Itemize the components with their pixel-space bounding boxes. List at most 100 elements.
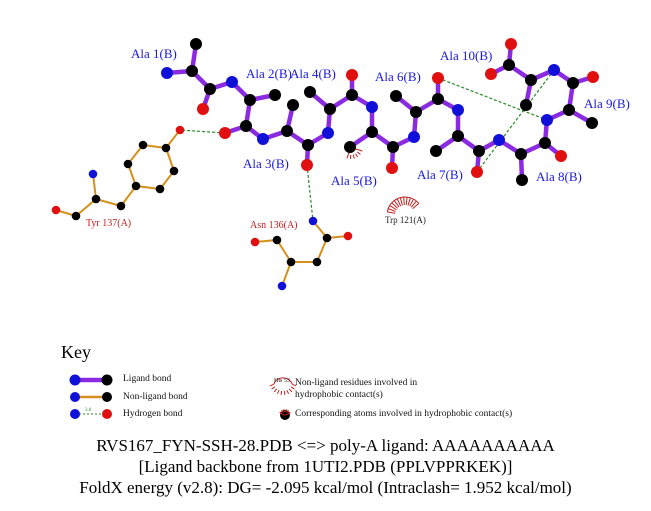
protein-atom-ac1 — [322, 233, 332, 243]
key-hydrophobic-arc-icon — [280, 390, 283, 395]
key-hydrophobic-atom-spokes — [285, 409, 287, 413]
protein-atom-ao2 — [250, 237, 260, 247]
ligand-atom-cb6 — [390, 90, 402, 102]
key-hbond-label: Hydrogen bond — [123, 409, 183, 419]
protein-atom-t5 — [155, 184, 165, 194]
residue-label-ala2: Ala 2(B) — [246, 66, 292, 81]
ligand-atom-o3 — [301, 159, 313, 171]
residue-label-ala7: Ala 7(B) — [417, 167, 463, 182]
ligand-atom-c2 — [240, 120, 252, 132]
key-nitrogen-atom — [70, 409, 80, 419]
residue-label-ala9: Ala 9(B) — [584, 96, 630, 111]
key-hydrophobic-arc-icon — [269, 383, 274, 387]
nonligand-bond — [95, 198, 122, 207]
key-hydrophobic-arc-icon — [276, 389, 280, 395]
hydrophobic-spokes-ala5 — [352, 154, 355, 159]
ligand-atom-c6 — [432, 93, 444, 105]
key-hydrophobic-arc-icon — [288, 388, 293, 393]
ligand-atom-c4 — [346, 89, 358, 101]
ligand-atom-ca5 — [366, 126, 378, 138]
protein-atom-ac4 — [272, 235, 282, 245]
residue-label-ala6: Ala 6(B) — [375, 69, 421, 84]
ligand-atom-o1 — [197, 103, 209, 115]
hydrogen-bond — [306, 164, 314, 222]
ligand-atom-ca2 — [244, 94, 256, 106]
key-hydrophobic-arc-icon — [292, 383, 297, 387]
hydrophobic-arc-trp121 — [396, 198, 402, 207]
key-carbon-atom — [101, 374, 113, 386]
key-nitrogen-atom — [69, 374, 81, 386]
residue-label-ala8: Ala 8(B) — [536, 169, 582, 184]
ligand-atom-o4 — [346, 69, 358, 81]
key-hydrophobic-arc-icon — [271, 386, 276, 390]
key-hydrophobic-atom-spokes — [281, 409, 284, 413]
ligand-atom-n6 — [408, 131, 420, 143]
hydrophobic-arc-trp121 — [387, 211, 396, 214]
ligand-atom-c8 — [539, 137, 551, 149]
hydrophobic-spokes-ala5 — [358, 149, 363, 152]
protein-atom-ao1 — [343, 231, 353, 241]
ligand-atom-cb2 — [269, 89, 281, 101]
key-hydrophobic-arc-icon — [286, 389, 290, 395]
key-hydrophobic-example-residue: His 53 — [274, 378, 290, 384]
hydrophobic-arc-trp121 — [410, 200, 417, 208]
ligand-atom-o2 — [219, 127, 231, 139]
protein-atom-ac3 — [286, 257, 296, 267]
hydrophobic-arc-trp121 — [412, 203, 420, 209]
ligand-atom-o7 — [471, 166, 483, 178]
ligand-atom-ca7 — [452, 130, 464, 142]
protein-atom-toh — [175, 125, 185, 135]
key-hydrophobic-atoms-label: Corresponding atoms involved in hydropho… — [295, 409, 513, 419]
ligand-atom-ca6 — [410, 106, 422, 118]
residue-label-asn136: Asn 136(A) — [250, 220, 298, 231]
ligand-atom-c3 — [302, 139, 314, 151]
nonligand-bond — [75, 198, 97, 217]
protein-atom-t4 — [131, 181, 141, 191]
key-carbon-atom — [102, 392, 112, 402]
residue-label-trp121: Trp 121(A) — [385, 215, 426, 225]
ligand-atom-o5 — [386, 162, 398, 174]
key-hydrophobic-arc-icon — [273, 388, 278, 393]
hydrophobic-spokes-ala5 — [356, 151, 361, 155]
ligand-atom-n8 — [493, 134, 505, 146]
ligand-atom-ca3 — [281, 125, 293, 137]
ligand-atom-ca10 — [525, 74, 537, 86]
key-oxygen-atom — [102, 409, 112, 419]
ligand-atom-c1 — [204, 83, 216, 95]
key-hydrophobic-arc-icon — [283, 390, 286, 395]
protein-atom-tca — [91, 194, 101, 204]
residue-label-ala10: Ala 10(B) — [440, 48, 493, 63]
key-hydrophobic-atom-spokes — [286, 409, 289, 413]
protein-atom-tc — [71, 211, 81, 221]
protein-atom-t1 — [161, 143, 171, 153]
key-title: Key — [61, 342, 91, 362]
caption-line-2: [Ligand backbone from 1UTI2.PDB (PPLVPPR… — [138, 457, 513, 476]
hydrogen-bond — [437, 77, 548, 121]
ligand-atom-o8 — [555, 150, 567, 162]
key-nitrogen-atom — [70, 392, 80, 402]
hydrogen-bond — [476, 69, 555, 173]
residue-label-ala4: Ala 4(B) — [290, 66, 336, 81]
hydrophobic-arc-trp121 — [409, 198, 414, 207]
hydrophobic-arc-trp121 — [386, 196, 420, 212]
ligand-atom-cb3 — [287, 99, 299, 111]
nonligand-bond — [276, 239, 292, 263]
hydrogen-bond — [179, 129, 226, 134]
key-hydrophobic-atom-spokes — [283, 409, 285, 413]
ligand-atom-n9 — [541, 114, 553, 126]
hydrophobic-arc-trp121 — [405, 197, 408, 206]
ligand-atom-o10b — [485, 68, 497, 80]
protein-atom-t6 — [169, 166, 179, 176]
ligand-atom-cb7 — [430, 145, 442, 157]
ligand-atom-c7 — [473, 145, 485, 157]
hydrophobic-arc-trp121 — [407, 197, 411, 206]
caption-line-1: RVS167_FYN-SSH-28.PDB <=> poly-A ligand:… — [96, 436, 555, 455]
residue-label-tyr137: Tyr 137(A) — [86, 218, 132, 229]
ligand-atom-n3 — [257, 133, 269, 145]
key-hydrophobic-residues-label: Non-ligand residues involved in hydropho… — [295, 378, 418, 400]
ligand-atom-ca8 — [515, 148, 527, 160]
ligand-atom-cb8 — [516, 174, 528, 186]
protein-atom-tcb — [116, 201, 126, 211]
